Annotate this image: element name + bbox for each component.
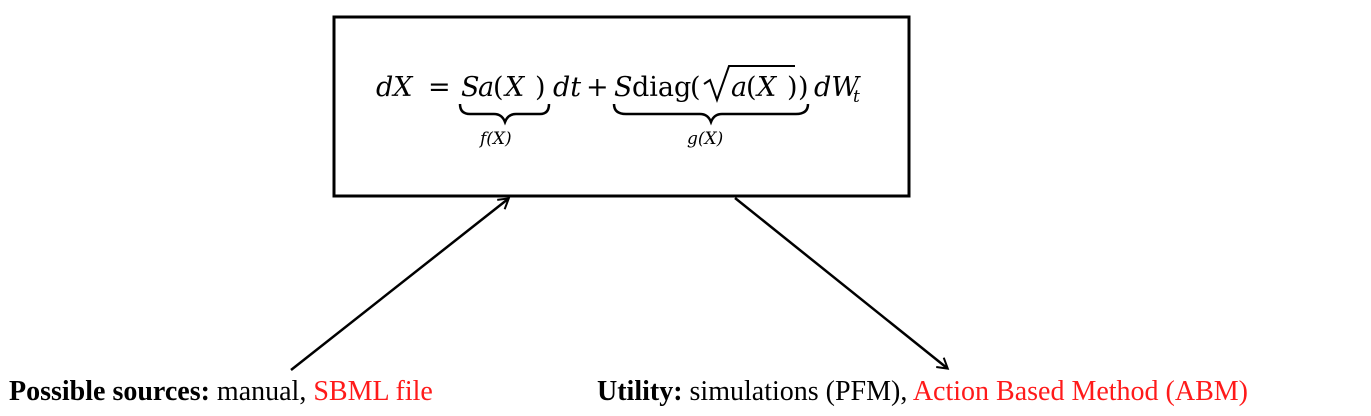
equation-dt: dt: [553, 72, 581, 103]
underbrace-drift: [458, 103, 551, 126]
diffusion-S: S: [614, 72, 633, 103]
equation-equals: =: [428, 72, 451, 103]
sources-arrow: [290, 197, 511, 371]
utility-arrow: [734, 197, 950, 370]
utility-label: Utility:: [597, 376, 683, 407]
sources-sbml-file: SBML file: [313, 376, 433, 407]
underbrace-drift-label: f(X): [478, 129, 512, 149]
diag-open-paren: (: [690, 72, 701, 103]
utility-caption: Utility: simulations (PFM), Action Based…: [597, 374, 1248, 410]
sde-equation: dX = S a ( X ) dt + S diag ( a ( X ) ) d…: [376, 65, 861, 107]
sqrt-open-paren: (: [746, 72, 757, 103]
underbrace-diffusion-label: g(X): [687, 129, 723, 149]
diffusion-diag: diag: [632, 72, 691, 103]
drift-open-paren: (: [493, 72, 504, 103]
sqrt-close-paren: ): [787, 72, 798, 103]
equation-plus: +: [586, 72, 609, 103]
sqrt-X: X: [755, 72, 778, 103]
diag-close-paren: ): [798, 72, 809, 103]
drift-S: S: [461, 72, 480, 103]
equation-lhs: dX: [376, 72, 414, 103]
sqrt-a: a: [731, 72, 747, 103]
utility-simulations: simulations (PFM),: [689, 376, 908, 407]
sources-manual: manual,: [216, 376, 307, 407]
drift-a: a: [478, 72, 494, 103]
equation-dW-subscript: t: [853, 87, 860, 107]
sqrt-radical: [703, 65, 795, 104]
equation-dW: dW: [814, 72, 861, 103]
equation-box: [332, 15, 911, 198]
sources-label: Possible sources:: [9, 376, 210, 407]
utility-abm: Action Based Method (ABM): [912, 376, 1248, 407]
sources-caption: Possible sources: manual, SBML file: [9, 374, 433, 410]
drift-close-paren: ): [535, 72, 546, 103]
underbrace-diffusion: [612, 103, 810, 126]
drift-X: X: [503, 72, 526, 103]
